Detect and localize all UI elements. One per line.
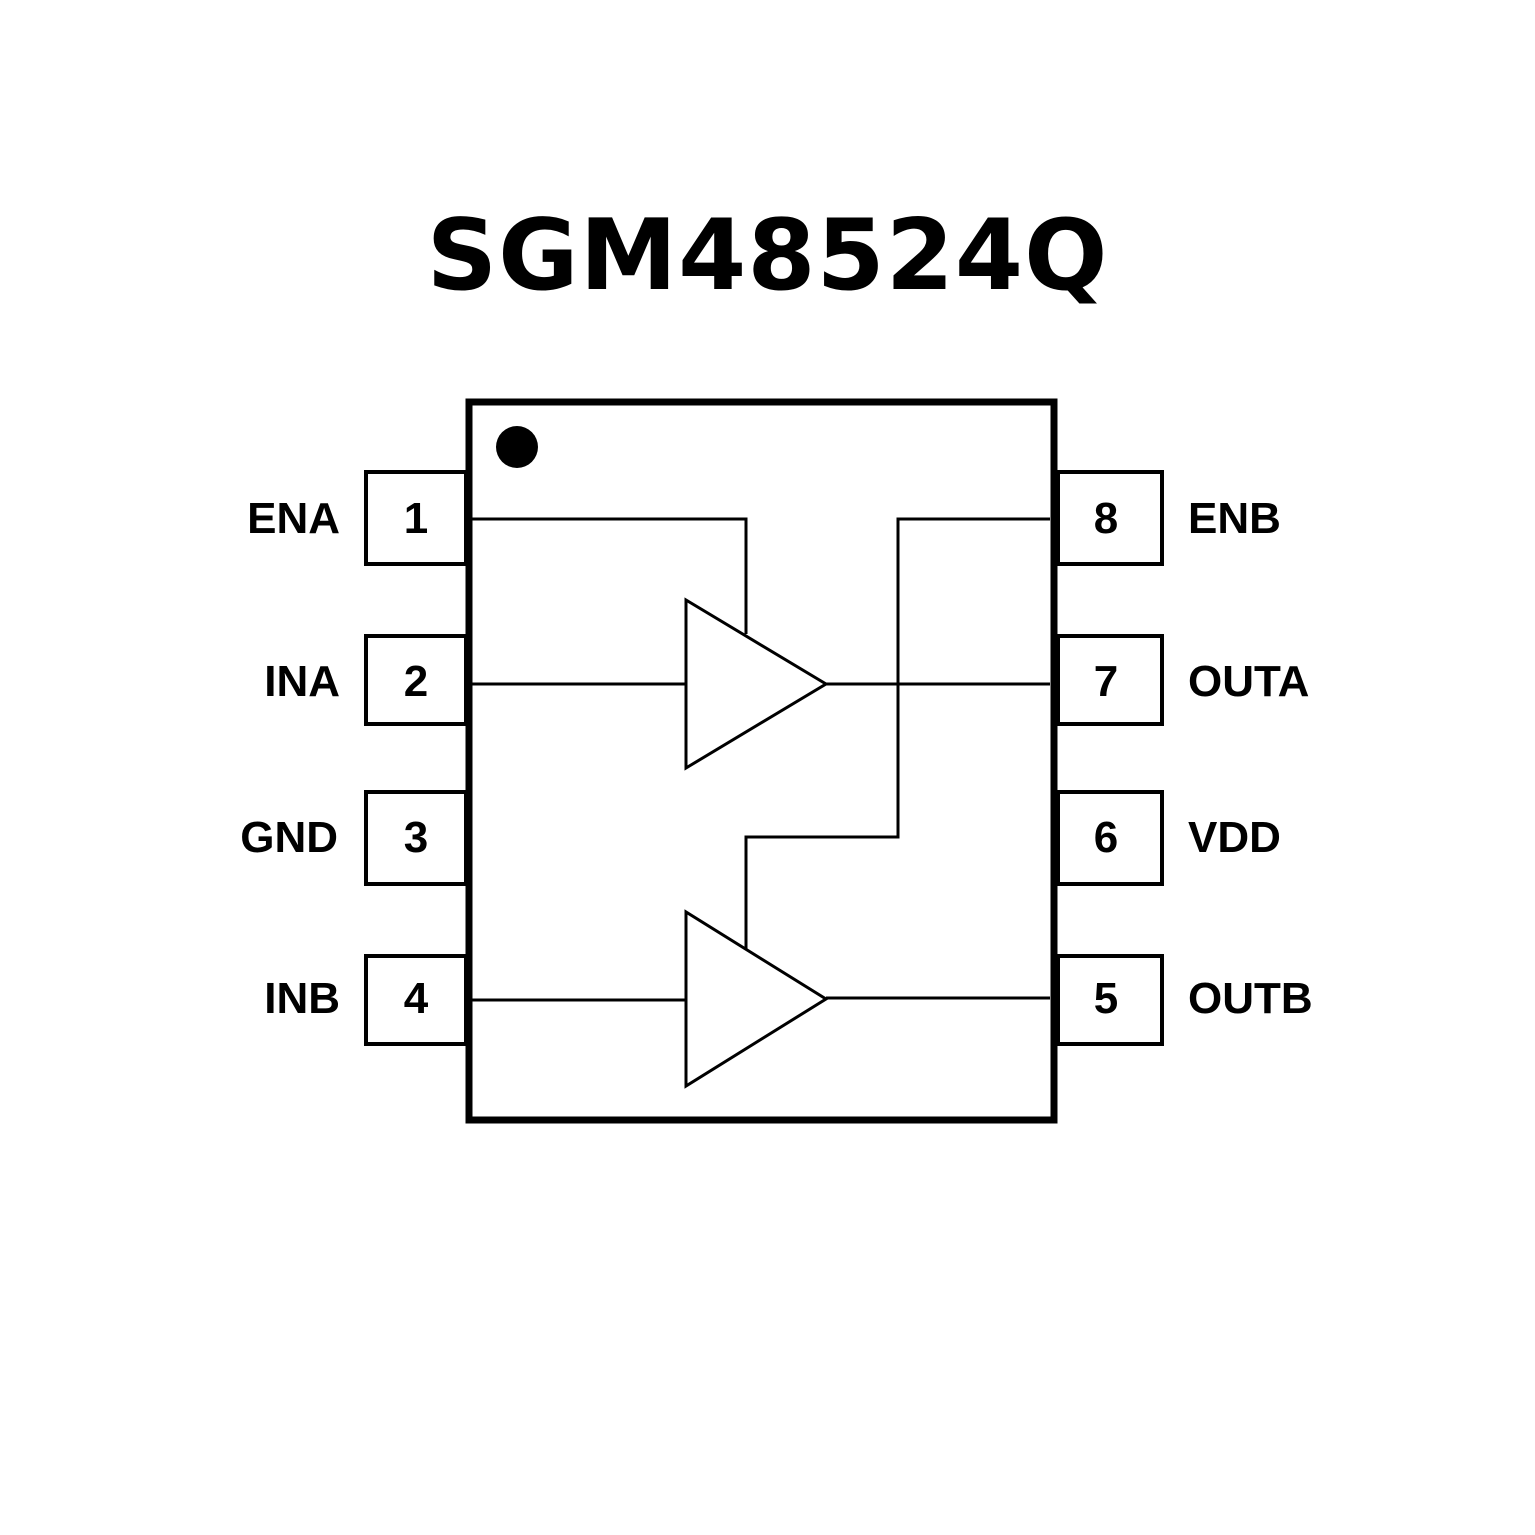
pin-5-name: OUTB <box>1188 974 1313 1023</box>
pin-1: 1 ENA <box>247 470 468 566</box>
pin-7-number: 7 <box>1094 657 1118 706</box>
pin-3: 3 GND <box>240 790 468 886</box>
pin-8-number: 8 <box>1094 494 1118 543</box>
pin-8-name: ENB <box>1188 494 1281 543</box>
pin-6: 6 VDD <box>1056 790 1281 886</box>
pin-5-number: 5 <box>1094 974 1118 1023</box>
pin-5: 5 OUTB <box>1056 954 1313 1046</box>
pin-7-name: OUTA <box>1188 657 1309 706</box>
buffer-b-triangle <box>684 909 829 1089</box>
pin-1-box <box>364 470 468 566</box>
pin-6-number: 6 <box>1094 813 1118 862</box>
pin-1-number: 1 <box>404 494 428 543</box>
pin-1-name: ENA <box>247 494 340 543</box>
pin-4-name: INB <box>264 974 340 1023</box>
pin-7-box <box>1056 634 1164 726</box>
pin-6-box <box>1056 790 1164 886</box>
pin-4-box <box>364 954 468 1046</box>
pin-2: 2 INA <box>264 634 468 726</box>
buffer-a-triangle <box>684 597 829 771</box>
pin-3-name: GND <box>240 813 338 862</box>
pin-2-name: INA <box>264 657 340 706</box>
pin-2-number: 2 <box>404 657 428 706</box>
pin-5-box <box>1056 954 1164 1046</box>
pin-8-box <box>1056 470 1164 566</box>
pin1-marker-dot <box>496 426 538 468</box>
part-number-title: SGM48524Q <box>426 199 1109 313</box>
pin-4-number: 4 <box>404 974 429 1023</box>
pin-7: 7 OUTA <box>1056 634 1309 726</box>
pin-4: 4 INB <box>264 954 468 1046</box>
pin-8: 8 ENB <box>1056 470 1281 566</box>
pin-2-box <box>364 634 468 726</box>
pin-3-number: 3 <box>404 813 428 862</box>
wire-enb <box>744 517 1050 949</box>
pin-6-name: VDD <box>1188 813 1281 862</box>
wire-ena <box>472 517 748 634</box>
